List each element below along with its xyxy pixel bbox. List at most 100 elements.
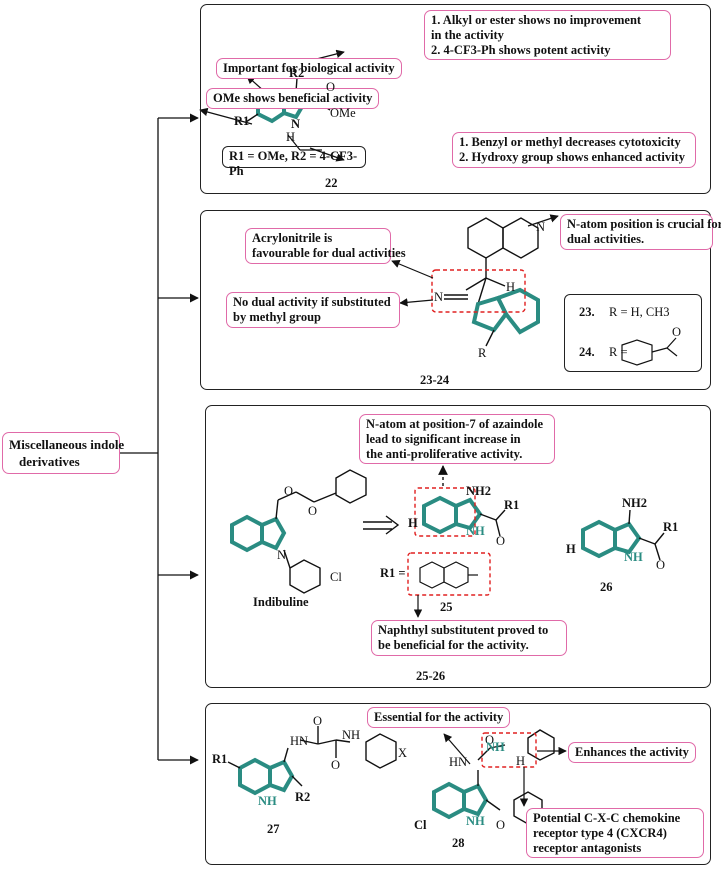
arrow-indibuline-to-25 bbox=[363, 515, 400, 535]
atom-nh-26: NH bbox=[624, 550, 643, 564]
note-essential: Essential for the activity bbox=[367, 707, 511, 728]
note-n-atom-position: N-atom position is crucial for dual acti… bbox=[560, 214, 721, 250]
atom-o-indibuline-2: O bbox=[308, 504, 318, 518]
atom-n-indibuline: N bbox=[277, 548, 287, 562]
panel-compounds-23-24 bbox=[200, 210, 711, 390]
note-r2-substituent: 1. Alkyl or ester shows no improvement i… bbox=[424, 10, 671, 60]
root-label-line1: Miscellaneous indole bbox=[9, 437, 125, 452]
compound-26-label: 26 bbox=[600, 580, 613, 594]
atom-r2-27: R2 bbox=[295, 790, 311, 804]
r24-number: 24. bbox=[579, 345, 595, 359]
note-cxcr4-line2: receptor type 4 (CXCR4) bbox=[533, 826, 667, 840]
atom-n-nitrile: N bbox=[434, 290, 444, 304]
atom-nh-25: NH bbox=[466, 524, 485, 538]
atom-o-25: O bbox=[496, 534, 506, 548]
atom-o-24: O bbox=[672, 325, 682, 339]
note-r2-line3: 2. 4-CF3-Ph shows potent activity bbox=[431, 43, 611, 57]
structure-26 bbox=[581, 509, 665, 561]
compound-22-label: 22 bbox=[325, 176, 338, 190]
atom-nh-27: NH bbox=[342, 728, 361, 742]
note-indole-core: Important for biological activity bbox=[216, 58, 402, 79]
panel-compounds-27-28 bbox=[205, 703, 711, 865]
panel-compounds-25-26 bbox=[205, 405, 711, 688]
note-naph-line2: be beneficial for the activity. bbox=[378, 638, 529, 652]
atom-nh2-25: NH2 bbox=[466, 484, 491, 498]
atom-nh2-26: NH2 bbox=[622, 496, 647, 510]
structure-27 bbox=[227, 726, 397, 796]
atom-o-27a: O bbox=[313, 714, 323, 728]
note-acry-line2: favourable for dual activities bbox=[252, 246, 406, 260]
r23-definition: R = H, CH3 bbox=[609, 305, 670, 319]
piperazine-ring bbox=[621, 337, 678, 366]
note-aza-line2: lead to significant increase in bbox=[366, 432, 521, 446]
note-acrylonitrile: Acrylonitrile is favourable for dual act… bbox=[245, 228, 406, 264]
note-r2-line1: 1. Alkyl or ester shows no improvement bbox=[431, 13, 642, 27]
note-aza-line3: the anti-proliferative activity. bbox=[366, 447, 523, 461]
atom-h-28: H bbox=[516, 754, 526, 768]
atom-h-26: H bbox=[566, 542, 576, 556]
naphthyl-group bbox=[407, 552, 491, 618]
r1-equals-label: R1 = bbox=[380, 566, 406, 580]
note-methyl-line2: by methyl group bbox=[233, 310, 321, 324]
atom-r1-26: R1 bbox=[663, 520, 679, 534]
atom-n-22: N bbox=[291, 117, 301, 131]
compound-27-label: 27 bbox=[267, 822, 280, 836]
atom-hn-27: HN bbox=[290, 734, 309, 748]
panel-compound-22 bbox=[200, 4, 711, 194]
atom-cl-28: Cl bbox=[414, 818, 427, 832]
atom-r1-22: R1 bbox=[234, 114, 250, 128]
tree-connectors bbox=[120, 113, 199, 765]
note-cxcr4-line1: Potential C-X-C chemokine bbox=[533, 811, 681, 825]
root-label: Miscellaneous indole derivatives bbox=[2, 432, 125, 474]
atom-nh-indole-27: NH bbox=[258, 794, 277, 808]
compound-25-26-label: 25-26 bbox=[416, 669, 446, 683]
indibuline-structure bbox=[230, 469, 367, 594]
atom-h-25: H bbox=[408, 516, 418, 530]
atom-r2-22: R2 bbox=[289, 66, 305, 80]
atom-x-27: X bbox=[398, 746, 408, 760]
note-nh-line1: 1. Benzyl or methyl decreases cytotoxici… bbox=[459, 135, 681, 149]
r-group-box: 23. R = H, CH3 24. R = O bbox=[564, 294, 702, 372]
atom-cl-indibuline: Cl bbox=[330, 570, 342, 584]
note-natom-line1: N-atom position is crucial for bbox=[567, 217, 721, 231]
atom-n-isoquinoline: N bbox=[536, 220, 546, 234]
structure-23-24 bbox=[431, 217, 540, 347]
compound-23-24-label: 23-24 bbox=[420, 373, 450, 387]
indibuline-label: Indibuline bbox=[253, 595, 309, 609]
note-acry-line1: Acrylonitrile is bbox=[252, 231, 333, 245]
note-r2-line2: in the activity bbox=[431, 28, 504, 42]
atom-o-indibuline-1: O bbox=[284, 484, 294, 498]
atom-hn-28: HN bbox=[449, 755, 468, 769]
atom-h-22: H bbox=[286, 130, 296, 144]
atom-r-23: R bbox=[478, 346, 487, 360]
note-nh-line2: 2. Hydroxy group shows enhanced activity bbox=[459, 150, 685, 164]
atom-o-26: O bbox=[656, 558, 666, 572]
note-methyl-line1: No dual activity if substituted bbox=[233, 295, 391, 309]
note-aza-line1: N-atom at position-7 of azaindole bbox=[366, 417, 544, 431]
note-cxcr4: Potential C-X-C chemokine receptor type … bbox=[526, 808, 704, 858]
atom-o-27b: O bbox=[331, 758, 341, 772]
note-naph-line1: Naphthyl substitutent proved to bbox=[378, 623, 549, 637]
structure-28 bbox=[432, 729, 555, 825]
atom-nh-indole-28: NH bbox=[466, 814, 485, 828]
r24-definition: R = bbox=[609, 345, 628, 359]
r23-number: 23. bbox=[579, 305, 595, 319]
note-azaindole: N-atom at position-7 of azaindole lead t… bbox=[359, 414, 555, 464]
substituents-box: R1 = OMe, R2 = 4-CF3-Ph bbox=[222, 146, 366, 178]
structure-23-24-arrows bbox=[391, 214, 559, 307]
note-nh-substituent: 1. Benzyl or methyl decreases cytotoxici… bbox=[452, 132, 696, 168]
atom-o-28a: O bbox=[485, 733, 495, 747]
atom-o-28b: O bbox=[496, 818, 506, 832]
atom-ome-22: OMe bbox=[330, 106, 356, 120]
atom-h-vinyl: H bbox=[506, 280, 516, 294]
compound-28-label: 28 bbox=[452, 836, 465, 850]
note-natom-line2: dual activities. bbox=[567, 232, 645, 246]
structure-28-arrows bbox=[443, 733, 567, 807]
atom-o-22: O bbox=[326, 80, 336, 94]
note-ome: OMe shows beneficial activity bbox=[206, 88, 380, 109]
note-methyl: No dual activity if substituted by methy… bbox=[226, 292, 400, 328]
structure-25 bbox=[414, 465, 506, 537]
compound-25-label: 25 bbox=[440, 600, 453, 614]
atom-nh-28: NH bbox=[486, 740, 505, 754]
